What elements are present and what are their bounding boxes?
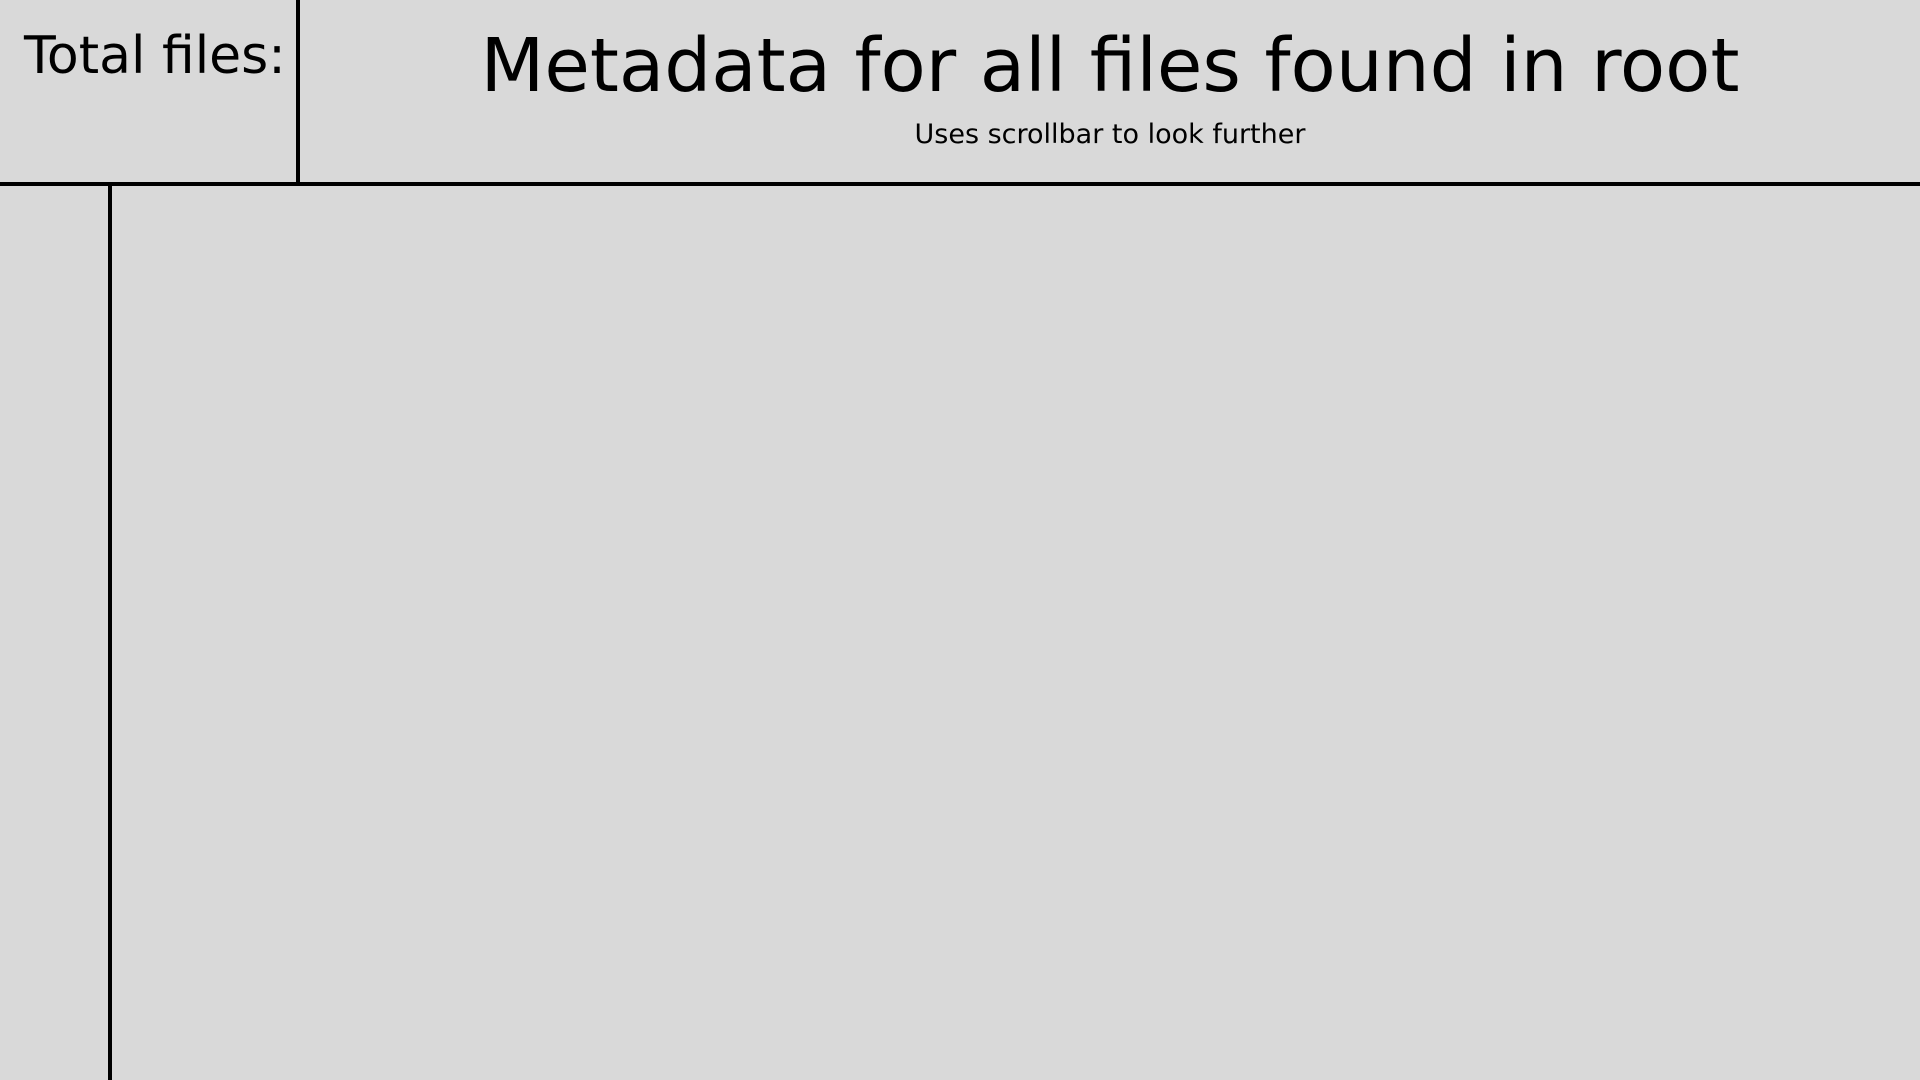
page-subtitle: Uses scrollbar to look further — [914, 119, 1306, 150]
file-list-scroll-area[interactable] — [112, 186, 1920, 1080]
header-divider — [296, 0, 300, 183]
list-column-divider — [108, 185, 112, 1080]
header-rule — [0, 182, 1920, 186]
index-column — [0, 186, 108, 1080]
page-title: Metadata for all files found in root — [480, 23, 1740, 109]
total-files-label: Total files: — [24, 26, 286, 86]
